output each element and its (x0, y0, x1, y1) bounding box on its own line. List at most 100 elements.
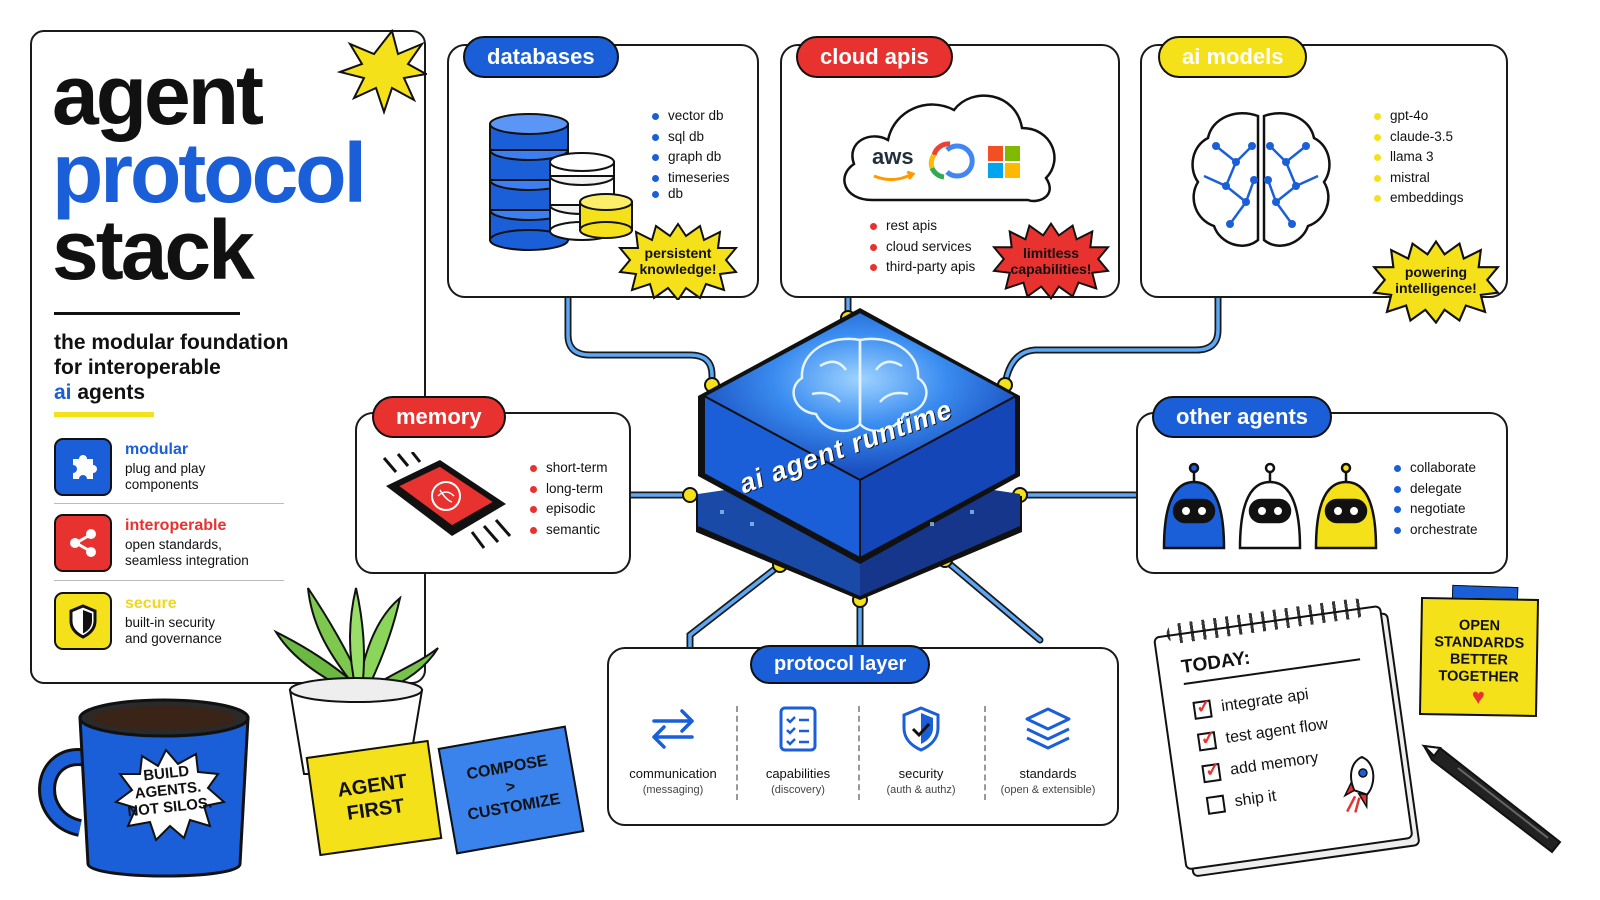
feature-secure-desc1: built-in security (125, 615, 216, 630)
protocol-item-name: communication (629, 766, 717, 781)
shield-icon (54, 592, 112, 650)
burst-line: knowledge! (639, 261, 717, 277)
feature-interoperable-title: interoperable (125, 517, 227, 534)
cloud-apis-list: rest apis cloud services third-party api… (870, 216, 975, 278)
cloud-icon (843, 94, 1056, 203)
subtitle: the modular foundation for interoperable… (54, 330, 288, 405)
protocol-item-sub: (open & extensible) (1000, 784, 1096, 796)
cloud-apis-item: third-party apis (870, 257, 975, 278)
checkbox-checked-icon[interactable]: ✓ (1201, 759, 1222, 784)
ai-models-item: mistral (1374, 168, 1464, 189)
brain-icon (1191, 111, 1331, 247)
other-agents-item: delegate (1394, 479, 1478, 500)
subtitle-line2: for interoperable (54, 356, 221, 379)
sticky-line: STANDARDS (1434, 634, 1525, 652)
share-icon (54, 514, 112, 572)
models-burst-text: powering intelligence! (1384, 264, 1488, 296)
cloud-burst-text: limitless capabilities! (1000, 245, 1102, 277)
protocol-communication: communication (messaging) (612, 705, 734, 796)
protocol-divider (984, 706, 986, 800)
other-agents-tag: other agents (1152, 396, 1333, 438)
databases-burst-text: persistent knowledge! (628, 245, 728, 277)
other-agents-item: collaborate (1394, 458, 1478, 479)
feature-modular-desc1: plug and play (125, 461, 206, 476)
aws-logo-text: aws (872, 144, 914, 169)
ai-models-list: gpt-4o claude-3.5 llama 3 mistral embedd… (1374, 106, 1464, 209)
ai-models-item: embeddings (1374, 188, 1464, 209)
todo-notepad: TODAY: ✓integrate api ✓test agent flow ✓… (1152, 597, 1421, 878)
sticky-note-open-standards: OPEN STANDARDS BETTER TOGETHER ♥ (1418, 596, 1540, 718)
title-panel (30, 30, 426, 684)
title-underline (54, 312, 240, 315)
feature-modular-title: modular (125, 441, 189, 458)
title-agent: agent (52, 48, 264, 142)
cloud-apis-item: rest apis (870, 216, 975, 237)
ai-models-tag: ai models (1158, 36, 1308, 78)
feature-interoperable-desc1: open standards, (125, 537, 222, 552)
feature-divider (54, 503, 284, 504)
database-icon (489, 113, 633, 251)
other-agents-item: orchestrate (1394, 520, 1478, 541)
puzzle-icon (54, 438, 112, 496)
burst-red (992, 221, 1110, 300)
title-protocol: protocol (52, 126, 367, 220)
protocol-divider (736, 706, 738, 800)
protocol-divider (858, 706, 860, 800)
sticky-line: BETTER (1449, 651, 1509, 669)
burst-yellow (618, 222, 738, 300)
feature-interoperable-desc2: seamless integration (125, 553, 249, 568)
databases-list: vector db sql db graph db timeseries db (652, 106, 730, 205)
shield-check-icon (902, 706, 940, 752)
databases-item: timeseries (652, 168, 730, 189)
databases-item-cont: db (652, 184, 730, 205)
databases-item: graph db (652, 147, 730, 168)
checkbox-checked-icon[interactable]: ✓ (1196, 727, 1218, 752)
feature-interoperable: interoperable open standards, seamless i… (54, 514, 314, 574)
feature-secure-desc2: and governance (125, 631, 222, 646)
layers-icon (1025, 707, 1071, 750)
ai-models-item: llama 3 (1374, 147, 1464, 168)
protocol-item-name: security (898, 766, 944, 781)
protocol-item-name: capabilities (765, 766, 831, 781)
protocol-item-sub: (auth & authz) (886, 784, 956, 796)
protocol-item-sub: (messaging) (642, 784, 704, 796)
ai-models-item: gpt-4o (1374, 106, 1464, 127)
robot-icons (1162, 462, 1378, 550)
databases-item: vector db (652, 106, 730, 127)
protocol-item-sub: (discovery) (771, 784, 825, 796)
pen-icon (1421, 744, 1562, 854)
cloud-apis-tag: cloud apis (796, 36, 953, 78)
memory-tag: memory (372, 396, 506, 438)
feature-secure: secure built-in security and governance (54, 592, 314, 652)
subtitle-underline (54, 412, 154, 417)
protocol-item-name: standards (1019, 766, 1077, 781)
heart-icon: ♥ (1471, 683, 1486, 710)
protocol-security: security (auth & authz) (860, 705, 982, 796)
burst-line: powering (1404, 264, 1468, 280)
ai-models-item: claude-3.5 (1374, 127, 1464, 148)
protocol-layer-tag: protocol layer (750, 645, 931, 684)
memory-chip-icon (382, 452, 512, 549)
protocol-standards: standards (open & extensible) (986, 705, 1110, 796)
memory-list: short-term long-term episodic semantic (530, 458, 608, 540)
sticky-note-compose: COMPOSE > CUSTOMIZE (437, 725, 585, 855)
sticky-line: OPEN (1458, 617, 1501, 635)
subtitle-agents: agents (71, 381, 146, 404)
starburst-decoration (336, 28, 427, 116)
burst-line: limitless (1022, 245, 1080, 261)
memory-item: short-term (530, 458, 608, 479)
burst-yellow (1372, 239, 1500, 324)
checkbox-empty-icon[interactable] (1205, 794, 1227, 815)
subtitle-line1: the modular foundation (54, 331, 289, 354)
databases-item: sql db (652, 127, 730, 148)
rocket-icon (1343, 755, 1375, 813)
checkbox-checked-icon[interactable]: ✓ (1192, 696, 1213, 720)
burst-line: persistent (644, 245, 712, 261)
memory-item: long-term (530, 479, 608, 500)
cloud-apis-item: cloud services (870, 237, 975, 258)
sticky-note-agent-first: AGENT FIRST (305, 739, 443, 857)
checklist-icon (779, 706, 817, 752)
feature-divider (54, 580, 284, 581)
subtitle-ai: ai (54, 381, 72, 404)
protocol-capabilities: capabilities (discovery) (738, 705, 858, 796)
